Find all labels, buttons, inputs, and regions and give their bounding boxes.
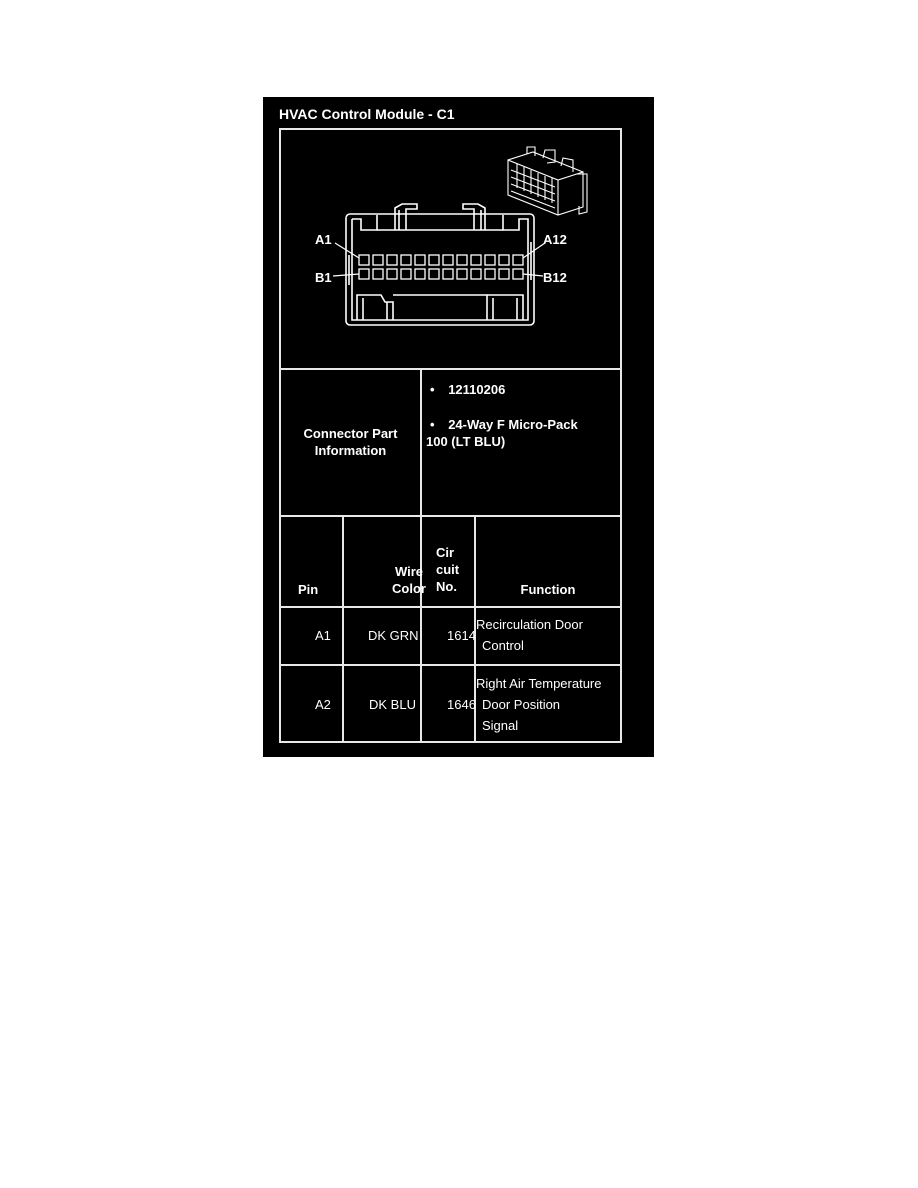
connector-table: A1 A12 B1 B12 Connector Part Information… — [279, 128, 622, 743]
bullet-icon: • — [430, 382, 435, 397]
pin-row-b — [358, 268, 524, 280]
connector-panel: HVAC Control Module - C1 — [263, 97, 654, 757]
panel-title: HVAC Control Module - C1 — [279, 106, 455, 122]
row-a2-function: Right Air Temperature Door Position Sign… — [476, 676, 602, 733]
connector-info-label-line2: Information — [314, 443, 387, 458]
header-circuit-number: Cir cuit No. — [436, 545, 460, 594]
row-a1-pin: A1 — [315, 628, 331, 643]
divider-pin-column — [342, 515, 344, 741]
divider-info — [281, 515, 620, 517]
connector-info-label: Connector Part Information — [281, 425, 420, 459]
header-pin: Pin — [298, 582, 319, 597]
connector-isometric-icon — [507, 146, 588, 216]
row-a1-wire-color: DK GRN — [368, 628, 419, 643]
bullet-icon: • — [430, 417, 435, 432]
description-line2: 100 (LT BLU) — [426, 434, 506, 449]
part-number: 12110206 — [448, 382, 506, 397]
row-a2-circuit: 1646 — [447, 697, 476, 712]
description-line1: 24-Way F Micro-Pack — [448, 417, 578, 432]
divider-circuit-column — [474, 515, 476, 741]
row-a1-function: Recirculation Door Control — [476, 617, 583, 653]
part-number-item: • 12110206 — [430, 381, 505, 398]
divider-row-1 — [281, 664, 620, 666]
label-b1: B1 — [315, 270, 332, 285]
row-a1-circuit: 1614 — [447, 628, 476, 643]
connector-face-diagram — [332, 146, 588, 326]
divider-info-column — [420, 368, 422, 741]
label-a1: A1 — [315, 232, 332, 247]
label-a12: A12 — [543, 232, 567, 247]
header-function: Function — [520, 582, 576, 597]
row-a2-wire-color: DK BLU — [369, 697, 416, 712]
divider-header — [281, 606, 620, 608]
label-b12: B12 — [543, 270, 567, 285]
connector-description-item: • 24-Way F Micro-Pack 100 (LT BLU) — [426, 416, 578, 450]
divider-diagram — [281, 368, 620, 370]
row-a2-pin: A2 — [315, 697, 331, 712]
pin-row-a — [358, 254, 524, 266]
connector-info-label-line1: Connector Part — [303, 426, 398, 441]
header-wire-color: Wire Color — [392, 564, 426, 596]
